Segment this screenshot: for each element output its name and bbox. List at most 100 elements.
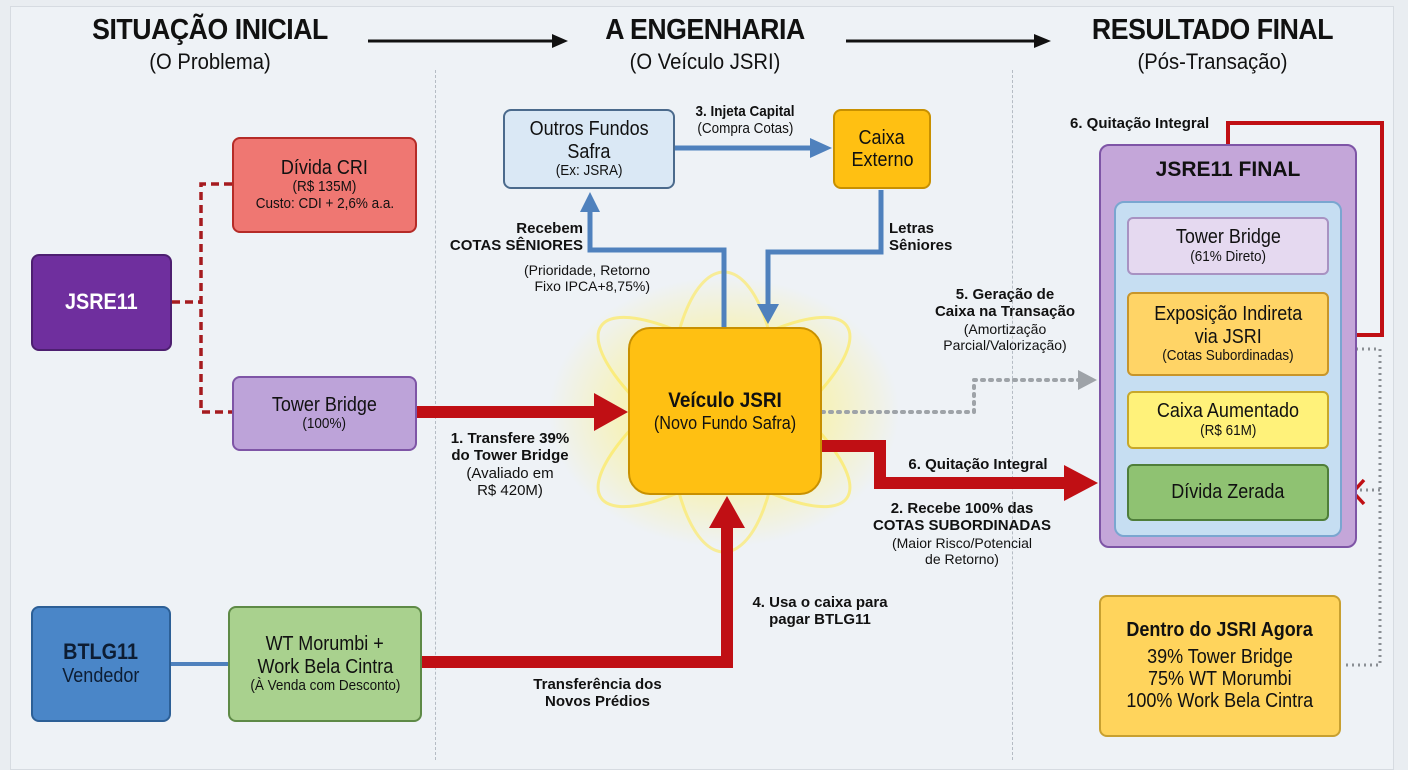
node-dentro-jsri[interactable]: Dentro do JSRI Agora 39% Tower Bridge 75… (1099, 595, 1341, 737)
label-step5: 5. Geração de Caixa na Transação (Amorti… (915, 286, 1095, 353)
letras-title2: Sêniores (889, 237, 953, 255)
arrow-letras-seniores (757, 190, 884, 324)
label-step6-mid: 6. Quitação Integral (893, 456, 1063, 473)
label-senior-quotas: Recebem COTAS SÊNIORES (425, 220, 583, 255)
step1-sub2: R$ 420M) (477, 481, 543, 499)
label-transfer: Transferência dos Novos Prédios (510, 676, 685, 711)
outros-sub: (Ex: JSRA) (555, 161, 623, 179)
step4-title2: pagar BTLG11 (769, 611, 871, 629)
step5-title2: Caixa na Transação (934, 303, 1076, 321)
caixa-line2: Externo (850, 149, 914, 171)
label-step4: 4. Usa o caixa para pagar BTLG11 (740, 594, 900, 629)
final-item-exposicao[interactable]: Exposição Indireta via JSRI (Cotas Subor… (1127, 292, 1329, 376)
step4-title1: 4. Usa o caixa para (752, 594, 888, 611)
section-title: SITUAÇÃO INICIAL (92, 14, 328, 46)
final-exp-title: Exposição Indireta (1153, 303, 1303, 326)
arrow-step3-inject (675, 138, 832, 158)
transfer-title1: Transferência dos (533, 676, 662, 693)
node-divida-cri[interactable]: Dívida CRI (R$ 135M) Custo: CDI + 2,6% a… (232, 137, 417, 233)
final-tb-title: Tower Bridge (1175, 226, 1281, 249)
node-jsre11-label: JSRE11 (65, 289, 138, 315)
label-step6-top: 6. Quitação Integral (1070, 115, 1209, 132)
step2-sub2: de Retorno) (925, 550, 999, 567)
step6-mid-title: 6. Quitação Integral (908, 456, 1048, 473)
letras-title1: Letras (889, 220, 935, 237)
column-divider-right (1012, 70, 1013, 760)
btlg11-role: Vendedor (62, 665, 140, 688)
node-wt-morumbi[interactable]: WT Morumbi + Work Bela Cintra (À Venda c… (228, 606, 422, 722)
section-title: RESULTADO FINAL (1091, 14, 1334, 46)
step3-title: 3. Injeta Capital (695, 103, 795, 120)
section-title: A ENGENHARIA (605, 14, 805, 46)
final-divida-title: Dívida Zerada (1171, 481, 1285, 504)
step5-title1: 5. Geração de (955, 286, 1055, 303)
label-step1: 1. Transfere 39% do Tower Bridge (Avalia… (435, 430, 585, 499)
wt-sub: (À Venda com Desconto) (249, 676, 401, 694)
final-item-divida-zerada[interactable]: Dívida Zerada (1127, 464, 1329, 521)
final-exp-sub: (Cotas Subordinadas) (1162, 346, 1294, 364)
step2-title2: COTAS SUBORDINADAS (872, 517, 1052, 535)
label-step3: 3. Injeta Capital (Compra Cotas) (680, 103, 810, 138)
dotted-step5-arrowhead (1078, 370, 1097, 390)
label-letras: Letras Sêniores (889, 220, 952, 255)
final-item-caixa[interactable]: Caixa Aumentado (R$ 61M) (1127, 391, 1329, 449)
dentro-line-3: 100% Work Bela Cintra (1126, 690, 1314, 713)
senior-sub1: (Prioridade, Retorno (523, 262, 650, 278)
step5-sub2: Parcial/Valorização) (943, 336, 1067, 353)
transfer-title2: Novos Prédios (544, 693, 651, 711)
step1-sub1: (Avaliado em (466, 464, 554, 482)
final-exp-title2: via JSRI (1194, 325, 1262, 348)
wt-line1: WT Morumbi + (265, 633, 385, 656)
ownership-dashed-connector (172, 182, 232, 414)
divida-title: Dívida CRI (280, 157, 369, 179)
section-subtitle: (O Veículo JSRI) (629, 49, 781, 74)
outros-line2: Safra (567, 140, 611, 163)
arrow-senior-quotas (580, 192, 727, 327)
step5-sub1: (Amortização (963, 320, 1047, 337)
caixa-line1: Caixa (858, 126, 906, 149)
wt-line2: Work Bela Cintra (257, 655, 393, 678)
node-btlg11[interactable]: BTLG11 Vendedor (31, 606, 171, 722)
section-subtitle: (O Problema) (149, 49, 271, 74)
tower-bridge-share: (100%) (302, 415, 347, 433)
jsri-title: Veículo JSRI (668, 389, 782, 413)
dentro-line-1: 39% Tower Bridge (1147, 645, 1293, 668)
dentro-line-2: 75% WT Morumbi (1148, 668, 1292, 690)
header-arrow-1 (368, 34, 568, 48)
jsri-sub: (Novo Fundo Safra) (653, 412, 797, 433)
section-subtitle: (Pós-Transação) (1137, 49, 1288, 74)
step2-sub1: (Maior Risco/Potencial (891, 534, 1033, 551)
step2-title1: 2. Recebe 100% das (890, 500, 1034, 517)
arrow-step4-payment (422, 496, 745, 668)
final-item-tower-bridge[interactable]: Tower Bridge (61% Direto) (1127, 217, 1329, 275)
btlg11-title: BTLG11 (63, 639, 139, 665)
divida-amount: (R$ 135M) (292, 178, 357, 196)
final-caixa-title: Caixa Aumentado (1156, 400, 1300, 423)
section-header-final: RESULTADO FINAL (Pós-Transação) (1060, 14, 1365, 75)
node-caixa-externo[interactable]: Caixa Externo (833, 109, 931, 189)
dotted-step5-cashflow (820, 378, 1082, 414)
senior-sub2: Fixo IPCA+8,75%) (534, 278, 650, 295)
outros-line1: Outros Fundos (529, 118, 649, 141)
node-tower-bridge[interactable]: Tower Bridge (100%) (232, 376, 417, 451)
step1-title2: do Tower Bridge (451, 447, 569, 465)
step1-title1: 1. Transfere 39% (450, 430, 570, 447)
step3-sub: (Compra Cotas) (696, 120, 794, 138)
dentro-title: Dentro do JSRI Agora (1126, 619, 1314, 642)
final-caixa-sub: (R$ 61M) (1199, 421, 1257, 439)
arrow-step6-quitacao (820, 440, 1098, 501)
senior-title2: COTAS SÊNIORES (449, 237, 583, 255)
node-veiculo-jsri[interactable]: Veículo JSRI (Novo Fundo Safra) (628, 327, 822, 495)
label-step2: 2. Recebe 100% das COTAS SUBORDINADAS (M… (872, 500, 1052, 567)
node-outros-fundos[interactable]: Outros Fundos Safra (Ex: JSRA) (503, 109, 675, 189)
jsre11-final-title: JSRE11 FINAL (1155, 158, 1301, 181)
final-tb-sub: (61% Direto) (1190, 247, 1266, 265)
tower-bridge-title: Tower Bridge (271, 393, 378, 416)
section-header-initial: SITUAÇÃO INICIAL (O Problema) (60, 14, 360, 75)
divida-cost: Custo: CDI + 2,6% a.a. (255, 195, 394, 213)
node-jsre11[interactable]: JSRE11 (31, 254, 172, 351)
label-senior-sub: (Prioridade, Retorno Fixo IPCA+8,75%) (470, 262, 650, 294)
section-header-engineering: A ENGENHARIA (O Veículo JSRI) (555, 14, 855, 75)
step6-top-title: 6. Quitação Integral (1070, 115, 1210, 132)
senior-title1: Recebem (516, 220, 583, 237)
